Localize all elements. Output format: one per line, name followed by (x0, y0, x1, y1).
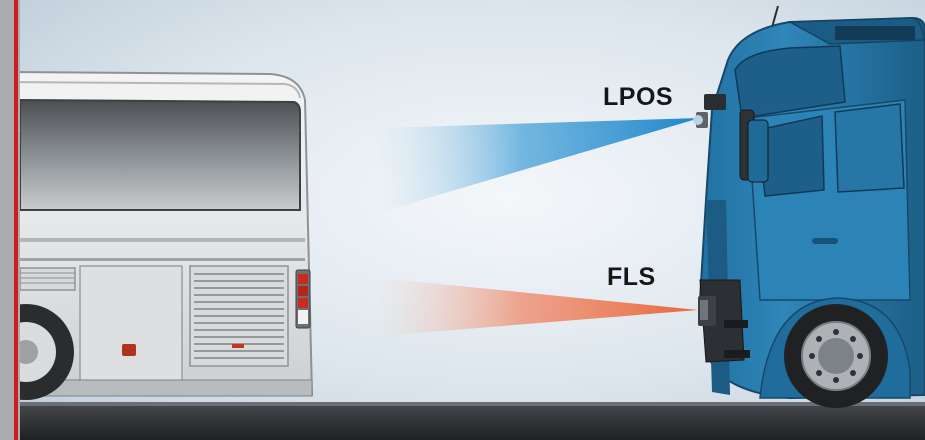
lpos-label: LPOS (603, 85, 673, 110)
bus-tail-lights (296, 270, 310, 328)
bus-reflector (122, 344, 136, 356)
fls-label: FLS (607, 265, 656, 290)
bus-windows (20, 100, 300, 210)
road-edge (0, 402, 925, 406)
truck (693, 6, 925, 408)
truck-mirror (740, 110, 768, 182)
bus-luggage-door (80, 266, 182, 382)
fls-sensor (698, 296, 716, 326)
bus-rear-grille (190, 266, 288, 366)
left-frame-accent (14, 0, 18, 440)
road (0, 404, 925, 440)
truck-wheel (784, 304, 888, 408)
bus (0, 72, 312, 400)
bus-vent-left (20, 268, 75, 290)
